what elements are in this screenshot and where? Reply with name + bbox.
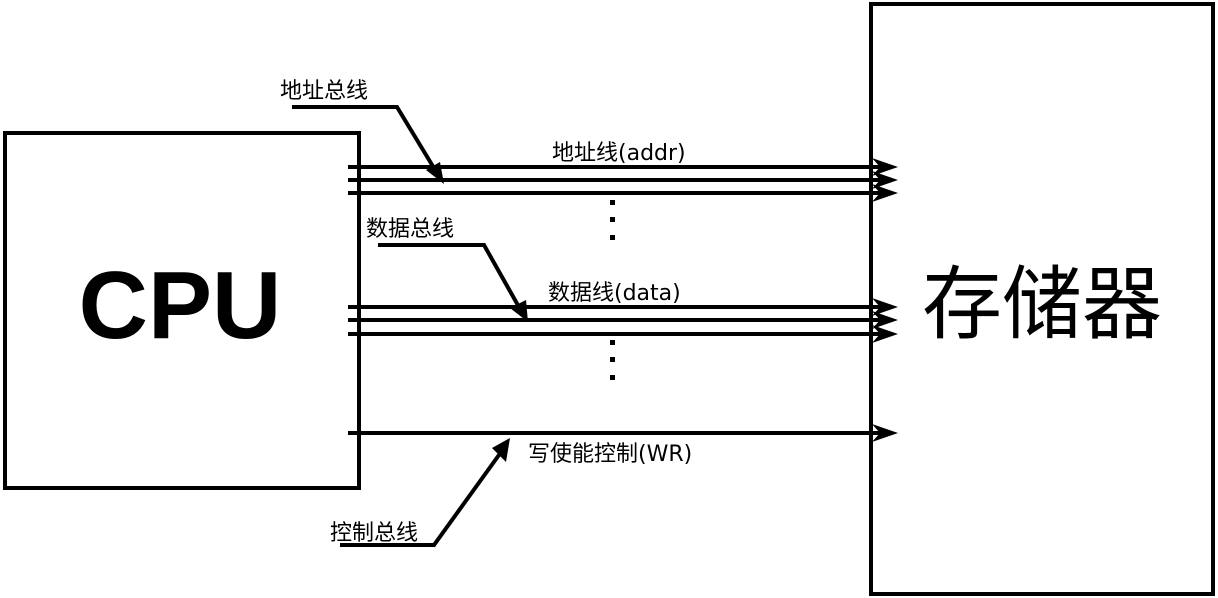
- data-bus-pointer: [378, 243, 526, 317]
- cpu-box: [3, 131, 361, 490]
- memory-label: 存储器: [922, 258, 1162, 351]
- arrowhead-icon: [872, 298, 898, 316]
- address-ellipsis: [610, 200, 615, 240]
- data-ellipsis: [610, 340, 615, 380]
- data-arrowheads: [872, 298, 898, 343]
- address-bus-pointer: [292, 105, 442, 180]
- arrowhead-icon: [872, 424, 898, 442]
- control-bus-pointer: [340, 446, 506, 547]
- control-bus-label: 控制总线: [330, 521, 418, 546]
- control-line-label: 写使能控制(WR): [528, 442, 692, 467]
- address-arrowheads: [872, 158, 898, 202]
- arrowhead-icon: [872, 311, 898, 329]
- data-line-label: 数据线(data): [548, 281, 681, 306]
- arrowhead-icon: [872, 325, 898, 343]
- pointer-arrowhead-icon: [510, 300, 528, 322]
- address-bus-label: 地址总线: [280, 79, 368, 104]
- address-line-label: 地址线(addr): [552, 141, 686, 166]
- data-bus-label: 数据总线: [366, 217, 454, 242]
- arrowhead-icon: [872, 171, 898, 189]
- arrowhead-icon: [872, 158, 898, 176]
- memory-box: [869, 2, 1215, 596]
- pointer-arrowhead-icon: [492, 438, 510, 462]
- pointer-arrowhead-icon: [426, 162, 444, 184]
- cpu-label: CPU: [79, 252, 282, 359]
- arrowhead-icon: [872, 184, 898, 202]
- data-lines: [348, 305, 892, 336]
